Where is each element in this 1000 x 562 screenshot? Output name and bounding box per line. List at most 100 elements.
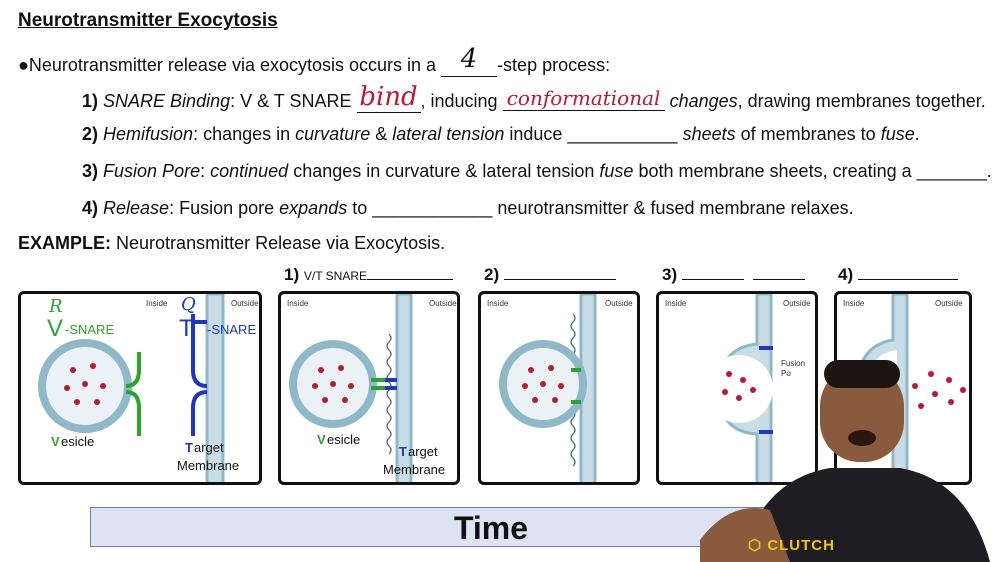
vesicle-cargo bbox=[64, 363, 106, 405]
step-1-text-a: : V & T SNARE bbox=[230, 91, 352, 111]
panel-step-3-svg: Inside Outside Fusion Po bbox=[665, 294, 811, 482]
vesicle-cargo bbox=[312, 365, 354, 403]
panel-1-outside: Outside bbox=[429, 299, 457, 308]
t-snare-bound bbox=[385, 378, 397, 390]
presenter-shirt bbox=[740, 468, 990, 562]
step-4-italic-a: expands bbox=[279, 198, 348, 218]
step-2-text-b: & bbox=[375, 124, 388, 144]
panel-label-1-text: V/T SNARE bbox=[303, 269, 367, 283]
step-1: 1) SNARE Binding: V & T SNARE bind, indu… bbox=[82, 84, 986, 113]
step-1-answer-b-blank: conformational bbox=[502, 88, 665, 111]
panel-2-inside: Inside bbox=[487, 299, 509, 308]
vesicle-label-first: V bbox=[317, 432, 326, 447]
panel-label-4: 4) bbox=[838, 265, 958, 285]
example-text: Neurotransmitter Release via Exocytosis. bbox=[116, 233, 446, 253]
step-4-text-c: neurotransmitter & fused membrane relaxe… bbox=[497, 198, 854, 218]
panel-label-1: 1) V/T SNARE bbox=[284, 265, 453, 285]
panel-step-1-svg: Inside Outside V esicle T arget Membrane bbox=[287, 294, 457, 482]
panel-snares: Inside Outside R V -SNARE Q T -SNARE V e… bbox=[18, 291, 262, 485]
panel-2-outside: Outside bbox=[605, 299, 633, 308]
membrane-proteins bbox=[386, 333, 392, 455]
step-3-text-c: both membrane sheets, creating a bbox=[638, 161, 912, 181]
panel-label-1-num: 1) bbox=[284, 265, 300, 284]
clutch-logo: ⬡ CLUTCH bbox=[748, 537, 835, 554]
page-title: Neurotransmitter Exocytosis bbox=[18, 10, 278, 31]
clutch-logo-text: CLUTCH bbox=[767, 537, 835, 554]
v-snare-suffix: -SNARE bbox=[65, 322, 114, 337]
target-label-rest: arget bbox=[408, 444, 438, 459]
time-label: Time bbox=[453, 510, 529, 546]
vesicle-label-first: V bbox=[51, 434, 60, 449]
panel-label-1-blank bbox=[367, 266, 453, 280]
bullet: ● bbox=[18, 55, 29, 75]
step-2-name: Hemifusion bbox=[103, 124, 194, 144]
presenter-mouth bbox=[848, 430, 876, 446]
panel-label-3: 3) bbox=[662, 265, 805, 285]
step-3-text-b: changes in curvature & lateral tension bbox=[293, 161, 595, 181]
step-2-blank: ___________ bbox=[567, 124, 678, 144]
step-3-blank: _______ bbox=[916, 161, 987, 181]
v-snare-shape bbox=[125, 352, 141, 436]
step-4-number: 4) bbox=[82, 198, 99, 218]
fusion-pore-label-b: Po bbox=[781, 369, 791, 378]
panel-0-outside: Outside bbox=[231, 299, 259, 308]
step-2-number: 2) bbox=[82, 124, 99, 144]
intro-text-before: Neurotransmitter release via exocytosis … bbox=[28, 55, 437, 75]
step-1-number: 1) bbox=[82, 91, 99, 111]
panel-label-2-blank bbox=[503, 266, 616, 280]
panel-step-2-svg: Inside Outside bbox=[487, 294, 633, 482]
step-1-answer-b: conformational bbox=[506, 86, 661, 110]
example-label: EXAMPLE: bbox=[18, 233, 112, 253]
t-snare-t: T bbox=[179, 315, 194, 342]
panel-label-4-blank bbox=[857, 266, 958, 280]
step-2-text-d: of membranes to bbox=[740, 124, 876, 144]
panel-label-4-num: 4) bbox=[838, 265, 854, 284]
step-2-italic-d: sheets bbox=[682, 124, 736, 144]
step-2-italic-b: lateral tension bbox=[392, 124, 505, 144]
step-3-italic-b: fuse bbox=[599, 161, 634, 181]
step-4-name: Release bbox=[103, 198, 170, 218]
panel-label-2: 2) bbox=[484, 265, 616, 285]
panel-3-outside: Outside bbox=[783, 299, 811, 308]
panel-4-inside: Inside bbox=[843, 299, 865, 308]
target-label-rest: arget bbox=[194, 440, 224, 455]
step-2-italic-e: fuse bbox=[880, 124, 915, 144]
step-2-text-a: : changes in bbox=[193, 124, 291, 144]
presenter-head bbox=[820, 366, 904, 462]
panel-4-outside: Outside bbox=[935, 299, 963, 308]
vesicle-cargo bbox=[722, 371, 756, 401]
step-2-italic-a: curvature bbox=[295, 124, 371, 144]
step-3-text-d: . bbox=[986, 161, 992, 181]
vesicle-label-rest: esicle bbox=[61, 434, 94, 449]
panel-snares-svg: Inside Outside R V -SNARE Q T -SNARE V e… bbox=[21, 294, 259, 482]
vesicle-lumen bbox=[705, 355, 773, 423]
panel-step-2: Inside Outside bbox=[478, 291, 640, 485]
intro-line: ●Neurotransmitter release via exocytosis… bbox=[18, 46, 610, 77]
step-2-text-c: induce bbox=[509, 124, 563, 144]
presenter-video bbox=[700, 360, 990, 562]
step-1-answer-a-blank: bind bbox=[356, 84, 421, 113]
step-3: 3) Fusion Pore: continued changes in cur… bbox=[82, 161, 992, 182]
membrane-label: Membrane bbox=[383, 462, 445, 477]
step-3-italic-a: continued bbox=[210, 161, 289, 181]
step-1-name: SNARE Binding bbox=[103, 91, 231, 111]
intro-answer-blank: 4 bbox=[441, 46, 498, 77]
v-snare-hemifused bbox=[571, 368, 581, 404]
released-cargo bbox=[912, 371, 966, 409]
panel-3-inside: Inside bbox=[665, 299, 687, 308]
membrane-label: Membrane bbox=[177, 458, 239, 473]
step-4-text-a: : Fusion pore bbox=[169, 198, 275, 218]
presenter-hair bbox=[824, 360, 900, 388]
v-snare-v: V bbox=[47, 315, 63, 342]
t-snare-suffix: -SNARE bbox=[207, 322, 256, 337]
step-2: 2) Hemifusion: changes in curvature & la… bbox=[82, 124, 920, 145]
fusion-pore-label-a: Fusion bbox=[781, 359, 805, 368]
step-4-blank: ____________ bbox=[372, 198, 493, 218]
step-4-text-b: to bbox=[352, 198, 368, 218]
panel-step-3: Inside Outside Fusion Po bbox=[656, 291, 818, 485]
target-label-first: T bbox=[185, 440, 193, 455]
panel-label-3-blank-a bbox=[681, 266, 744, 280]
intro-answer: 4 bbox=[460, 44, 478, 74]
panel-0-inside: Inside bbox=[146, 299, 168, 308]
step-2-text-e: . bbox=[914, 124, 920, 144]
